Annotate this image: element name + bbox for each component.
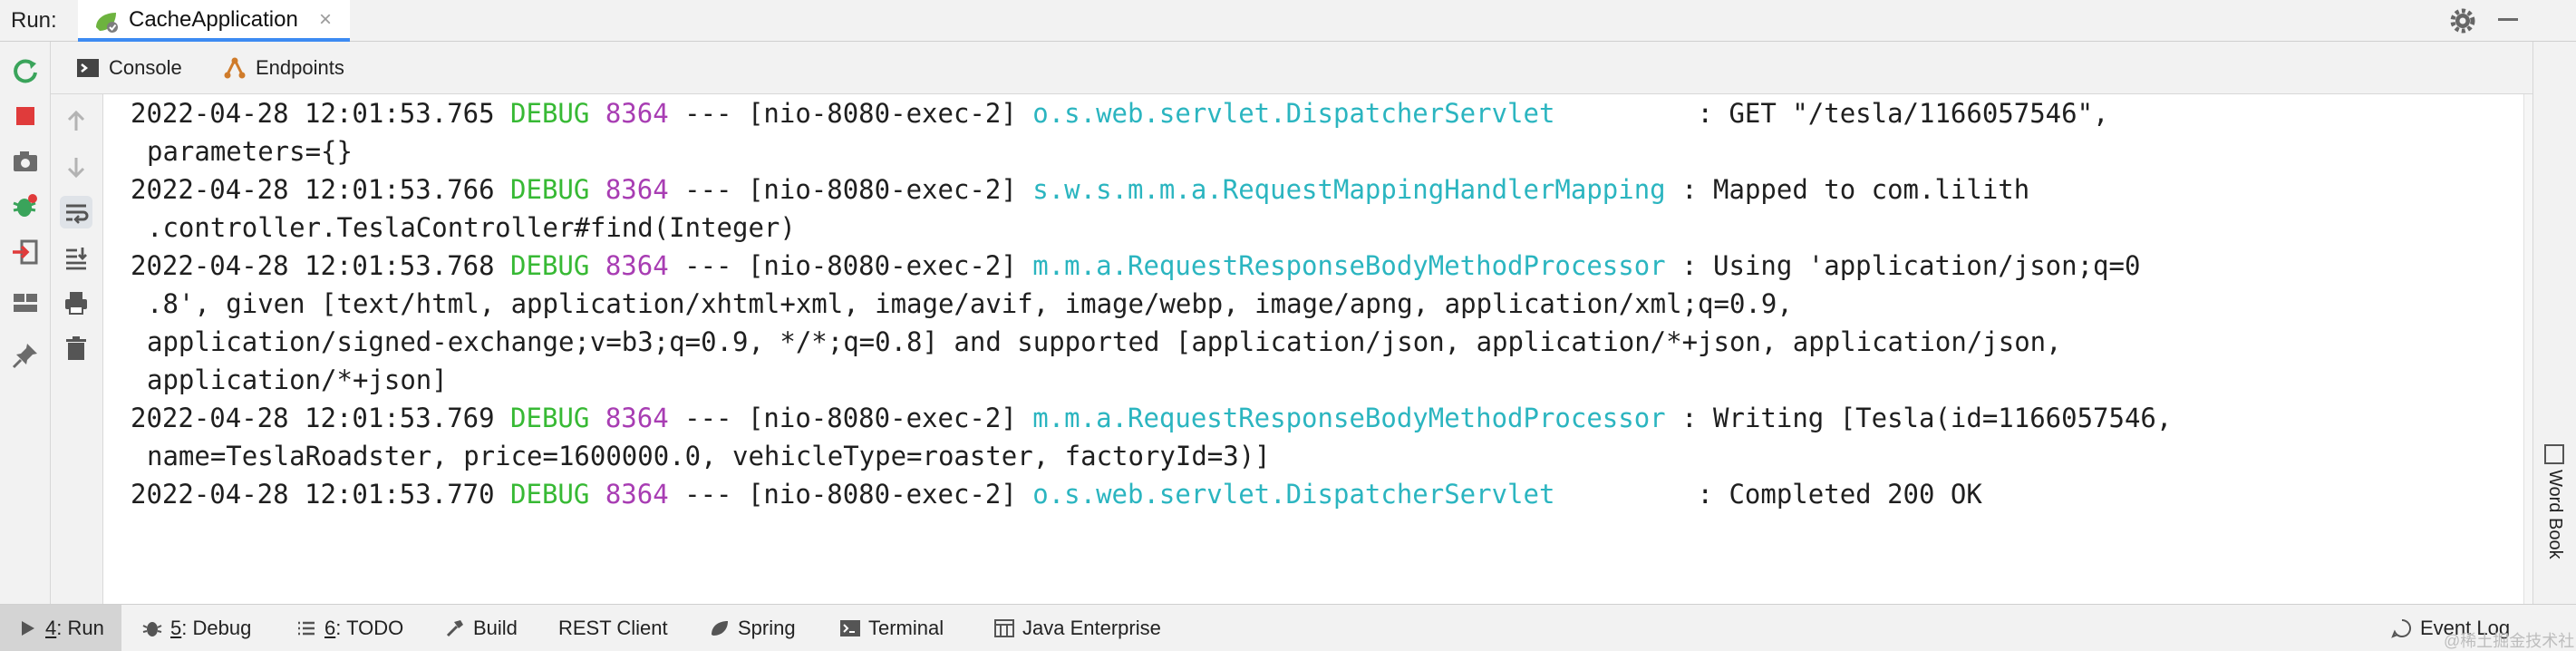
log-line-continuation: application/signed-exchange;v=b3;q=0.9, … bbox=[147, 326, 2062, 357]
layout-icon[interactable] bbox=[9, 287, 42, 319]
log-logger: s.w.s.m.m.a.RequestMappingHandlerMapping bbox=[1032, 174, 1666, 205]
console-lines: 2022-04-28 12:01:53.765 DEBUG 8364 --- [… bbox=[131, 94, 2172, 513]
spring-leaf-icon bbox=[712, 621, 728, 636]
log-logger: m.m.a.RequestResponseBodyMethodProcessor bbox=[1032, 250, 1666, 281]
log-line: 2022-04-28 12:01:53.770 DEBUG 8364 --- [… bbox=[131, 475, 2172, 513]
todo-tool-button[interactable]: 6: TODO bbox=[295, 605, 403, 651]
log-line: 2022-04-28 12:01:53.765 DEBUG 8364 --- [… bbox=[131, 94, 2172, 132]
print-icon[interactable] bbox=[60, 287, 92, 319]
tool-window-bar: 4: Run 5: Debug 6: TODO Build REST Clien… bbox=[0, 604, 2576, 651]
log-thread: --- [nio-8080-exec-2] bbox=[668, 174, 1033, 205]
play-icon bbox=[22, 621, 34, 636]
log-message: : Mapped to com.lilith bbox=[1665, 174, 2030, 205]
arrow-up-icon[interactable] bbox=[60, 105, 92, 138]
rest-client-tool-button[interactable]: REST Client bbox=[558, 617, 668, 639]
spring-boot-icon bbox=[96, 13, 118, 33]
console-icon bbox=[77, 59, 99, 77]
run-label: Run: bbox=[11, 8, 57, 33]
endpoints-tab-label: Endpoints bbox=[256, 56, 344, 79]
list-icon bbox=[298, 621, 315, 636]
log-level: DEBUG bbox=[510, 98, 590, 129]
right-tool-strip: Word Book bbox=[2532, 42, 2576, 604]
log-line-continuation: .controller.TeslaController#find(Integer… bbox=[147, 212, 796, 243]
event-log-icon bbox=[2391, 618, 2412, 638]
rerun-icon[interactable] bbox=[9, 54, 42, 87]
log-pid: 8364 bbox=[605, 479, 669, 510]
log-thread: --- [nio-8080-exec-2] bbox=[668, 479, 1033, 510]
gear-icon[interactable] bbox=[2447, 5, 2478, 36]
word-book-label: Word Book bbox=[2545, 470, 2565, 559]
terminal-tool-button[interactable]: Terminal bbox=[839, 605, 944, 651]
log-logger: o.s.web.servlet.DispatcherServlet bbox=[1032, 98, 1682, 129]
console-output[interactable]: 2022-04-28 12:01:53.765 DEBUG 8364 --- [… bbox=[103, 94, 2523, 604]
run-tool-button[interactable]: 4: Run bbox=[0, 605, 121, 651]
endpoints-icon bbox=[224, 57, 246, 79]
console-side-toolbar bbox=[51, 94, 103, 604]
log-thread: --- [nio-8080-exec-2] bbox=[668, 403, 1033, 433]
debug-bug-icon[interactable] bbox=[9, 190, 42, 223]
log-thread: --- [nio-8080-exec-2] bbox=[668, 250, 1033, 281]
log-line: 2022-04-28 12:01:53.768 DEBUG 8364 --- [… bbox=[131, 247, 2172, 285]
log-timestamp: 2022-04-28 12:01:53.765 bbox=[131, 98, 495, 129]
log-message: : Writing [Tesla(id=1166057546, bbox=[1665, 403, 2173, 433]
run-toolwindow-header: Run: CacheApplication × bbox=[0, 0, 2576, 42]
log-level: DEBUG bbox=[510, 403, 590, 433]
stop-icon[interactable] bbox=[9, 100, 42, 132]
hammer-icon bbox=[446, 620, 463, 637]
log-timestamp: 2022-04-28 12:01:53.766 bbox=[131, 174, 495, 205]
event-log-button[interactable]: Event Log bbox=[2391, 605, 2510, 651]
log-pid: 8364 bbox=[605, 403, 669, 433]
log-level: DEBUG bbox=[510, 479, 590, 510]
log-message: : Completed 200 OK bbox=[1681, 479, 1982, 510]
log-pid: 8364 bbox=[605, 98, 669, 129]
log-line: 2022-04-28 12:01:53.769 DEBUG 8364 --- [… bbox=[131, 399, 2172, 437]
run-left-toolbar bbox=[0, 42, 51, 604]
terminal-icon bbox=[840, 620, 860, 636]
log-logger: m.m.a.RequestResponseBodyMethodProcessor bbox=[1032, 403, 1666, 433]
console-scrollbar[interactable] bbox=[2523, 94, 2532, 604]
camera-icon[interactable] bbox=[9, 145, 42, 178]
arrow-down-icon[interactable] bbox=[60, 151, 92, 183]
tab-title: CacheApplication bbox=[129, 7, 298, 32]
debug-tool-button[interactable]: 5: Debug bbox=[141, 605, 251, 651]
build-tool-button[interactable]: Build bbox=[444, 605, 518, 651]
log-line-continuation: application/*+json] bbox=[147, 364, 448, 395]
java-enterprise-tool-button[interactable]: Java Enterprise bbox=[993, 605, 1161, 651]
bug-icon bbox=[142, 622, 162, 636]
log-logger: o.s.web.servlet.DispatcherServlet bbox=[1032, 479, 1682, 510]
log-timestamp: 2022-04-28 12:01:53.770 bbox=[131, 479, 495, 510]
sign-in-icon[interactable] bbox=[9, 236, 42, 268]
pin-icon[interactable] bbox=[9, 339, 42, 372]
log-line-continuation: parameters={} bbox=[147, 136, 353, 167]
book-icon bbox=[2544, 444, 2564, 464]
log-message: : GET "/tesla/1166057546", bbox=[1681, 98, 2109, 129]
close-tab-icon[interactable]: × bbox=[319, 7, 333, 32]
log-timestamp: 2022-04-28 12:01:53.769 bbox=[131, 403, 495, 433]
spring-tool-button[interactable]: Spring bbox=[709, 605, 796, 651]
log-line-continuation: name=TeslaRoadster, price=1600000.0, veh… bbox=[147, 441, 1271, 471]
soft-wrap-icon[interactable] bbox=[60, 196, 92, 228]
tab-endpoints[interactable]: Endpoints bbox=[223, 53, 344, 83]
console-tab-label: Console bbox=[109, 56, 182, 79]
log-pid: 8364 bbox=[605, 174, 669, 205]
java-enterprise-icon bbox=[994, 619, 1014, 637]
scroll-to-end-icon[interactable] bbox=[60, 241, 92, 274]
tab-cache-application[interactable]: CacheApplication × bbox=[78, 0, 350, 42]
log-pid: 8364 bbox=[605, 250, 669, 281]
log-line-continuation: .8', given [text/html, application/xhtml… bbox=[147, 288, 1793, 319]
tab-console[interactable]: Console bbox=[76, 53, 182, 83]
minimize-icon[interactable] bbox=[2498, 18, 2518, 21]
watermark: @稀土掘金技术社区 bbox=[2444, 632, 2575, 650]
log-level: DEBUG bbox=[510, 174, 590, 205]
console-toolbar: Console Endpoints bbox=[51, 42, 2576, 94]
log-line: 2022-04-28 12:01:53.766 DEBUG 8364 --- [… bbox=[131, 170, 2172, 209]
word-book-button[interactable]: Word Book bbox=[2544, 444, 2571, 571]
log-timestamp: 2022-04-28 12:01:53.768 bbox=[131, 250, 495, 281]
trash-icon[interactable] bbox=[60, 332, 92, 364]
log-level: DEBUG bbox=[510, 250, 590, 281]
log-message: : Using 'application/json;q=0 bbox=[1665, 250, 2141, 281]
log-thread: --- [nio-8080-exec-2] bbox=[668, 98, 1033, 129]
